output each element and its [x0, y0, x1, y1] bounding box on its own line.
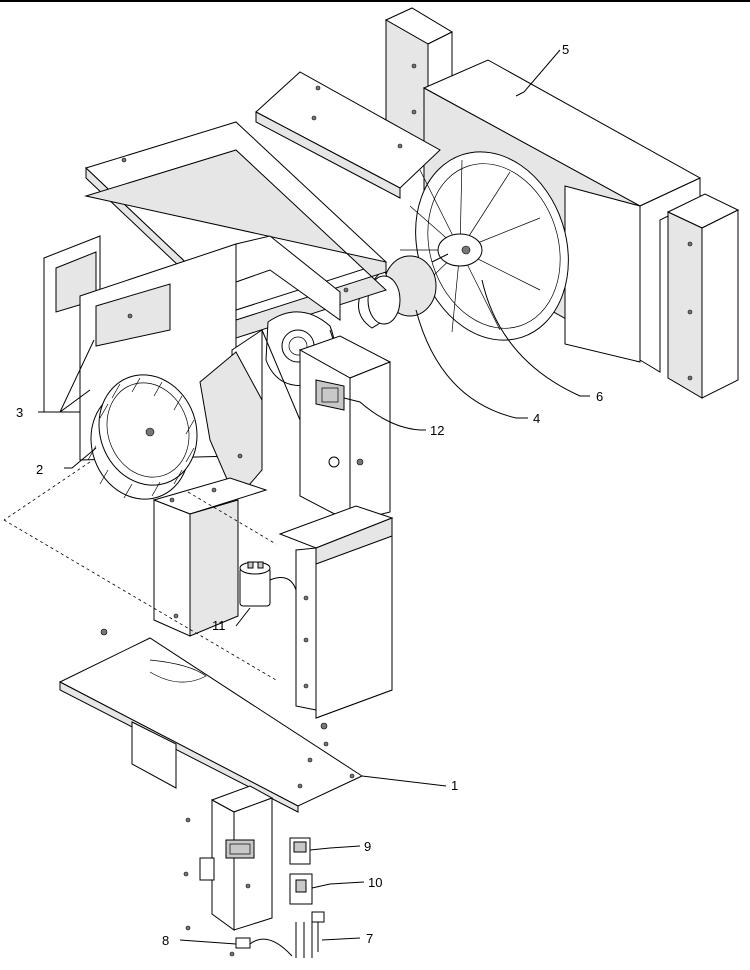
- callout-4: 4: [533, 411, 540, 426]
- electrical-box-assembly: [183, 785, 274, 931]
- callout-11: 11: [212, 618, 226, 633]
- callout-8: 8: [162, 933, 169, 948]
- callout-12: 12: [430, 423, 444, 438]
- component-bracket: [152, 477, 268, 637]
- alignment-lines: [3, 461, 277, 681]
- callout-6: 6: [596, 389, 603, 404]
- callout-2: 2: [36, 462, 43, 477]
- callout-1: 1: [451, 778, 458, 793]
- callout-10: 10: [368, 875, 382, 890]
- blower-wheel: [87, 374, 198, 500]
- right-access-panel: [278, 505, 394, 730]
- control-panel: [298, 335, 392, 523]
- fan-motor: [358, 253, 449, 329]
- callout-3: 3: [16, 405, 23, 420]
- callout-9: 9: [364, 839, 371, 854]
- thermostat-sensor: [229, 937, 293, 957]
- leader-lines: [38, 49, 590, 945]
- heater-element: [295, 911, 325, 958]
- callout-7: 7: [366, 931, 373, 946]
- base-pan: [58, 628, 364, 813]
- relay: [289, 837, 311, 865]
- callout-5: 5: [562, 42, 569, 57]
- shroud-top-panel: [255, 71, 441, 199]
- capacitor: [239, 561, 297, 607]
- switch: [289, 873, 313, 905]
